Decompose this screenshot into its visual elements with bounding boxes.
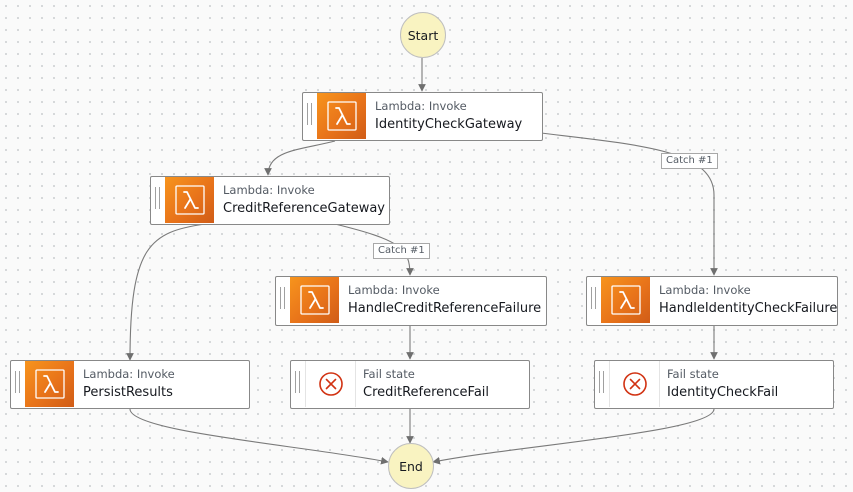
state-credit-reference-gateway[interactable]: Lambda: Invoke CreditReferenceGateway	[150, 176, 390, 225]
edge-identity-fail-to-end	[432, 408, 715, 465]
end-label: End	[399, 458, 423, 474]
state-type-label: Lambda: Invoke	[223, 183, 315, 197]
state-identity-check-gateway[interactable]: Lambda: Invoke IdentityCheckGateway	[302, 92, 543, 141]
lambda-icon	[25, 361, 74, 407]
state-handle-credit-reference-failure[interactable]: Lambda: Invoke HandleCreditReferenceFail…	[275, 276, 547, 326]
drag-handle[interactable]	[280, 287, 285, 309]
fail-icon	[609, 361, 660, 407]
edge-persist-to-end	[129, 408, 389, 465]
drag-handle[interactable]	[295, 371, 300, 393]
state-persist-results[interactable]: Lambda: Invoke PersistResults	[10, 360, 250, 409]
edge-identity-to-credit	[264, 140, 336, 176]
lambda-icon	[165, 177, 214, 223]
state-name-label: IdentityCheckGateway	[375, 117, 523, 132]
state-credit-reference-fail[interactable]: Fail state CreditReferenceFail	[290, 360, 530, 409]
state-type-label: Lambda: Invoke	[348, 283, 440, 297]
state-type-label: Lambda: Invoke	[659, 283, 751, 297]
state-name-label: CreditReferenceGateway	[223, 201, 385, 216]
lambda-icon	[317, 93, 366, 139]
lambda-icon	[601, 277, 650, 323]
end-node[interactable]: End	[388, 443, 434, 489]
state-handle-identity-check-failure[interactable]: Lambda: Invoke HandleIdentityCheckFailur…	[586, 276, 838, 326]
drag-handle[interactable]	[155, 187, 160, 209]
start-label: Start	[407, 27, 439, 43]
state-name-label: PersistResults	[83, 385, 173, 400]
state-name-label: HandleIdentityCheckFailure	[659, 301, 838, 316]
drag-handle[interactable]	[15, 371, 20, 393]
state-type-label: Fail state	[667, 367, 719, 381]
state-type-label: Fail state	[363, 367, 415, 381]
drag-handle[interactable]	[599, 371, 604, 393]
edge-credit-to-persist	[126, 223, 206, 361]
drag-handle[interactable]	[307, 103, 312, 125]
state-identity-check-fail[interactable]: Fail state IdentityCheckFail	[594, 360, 834, 409]
catch-label-identity[interactable]: Catch #1	[661, 153, 718, 169]
lambda-icon	[290, 277, 339, 323]
state-name-label: CreditReferenceFail	[363, 385, 490, 400]
drag-handle[interactable]	[591, 287, 596, 309]
catch-label-credit[interactable]: Catch #1	[373, 243, 430, 259]
start-node[interactable]: Start	[400, 12, 446, 58]
state-type-label: Lambda: Invoke	[375, 99, 467, 113]
state-type-label: Lambda: Invoke	[83, 367, 175, 381]
state-name-label: HandleCreditReferenceFailure	[348, 301, 542, 316]
fail-icon	[305, 361, 356, 407]
state-name-label: IdentityCheckFail	[667, 385, 779, 400]
